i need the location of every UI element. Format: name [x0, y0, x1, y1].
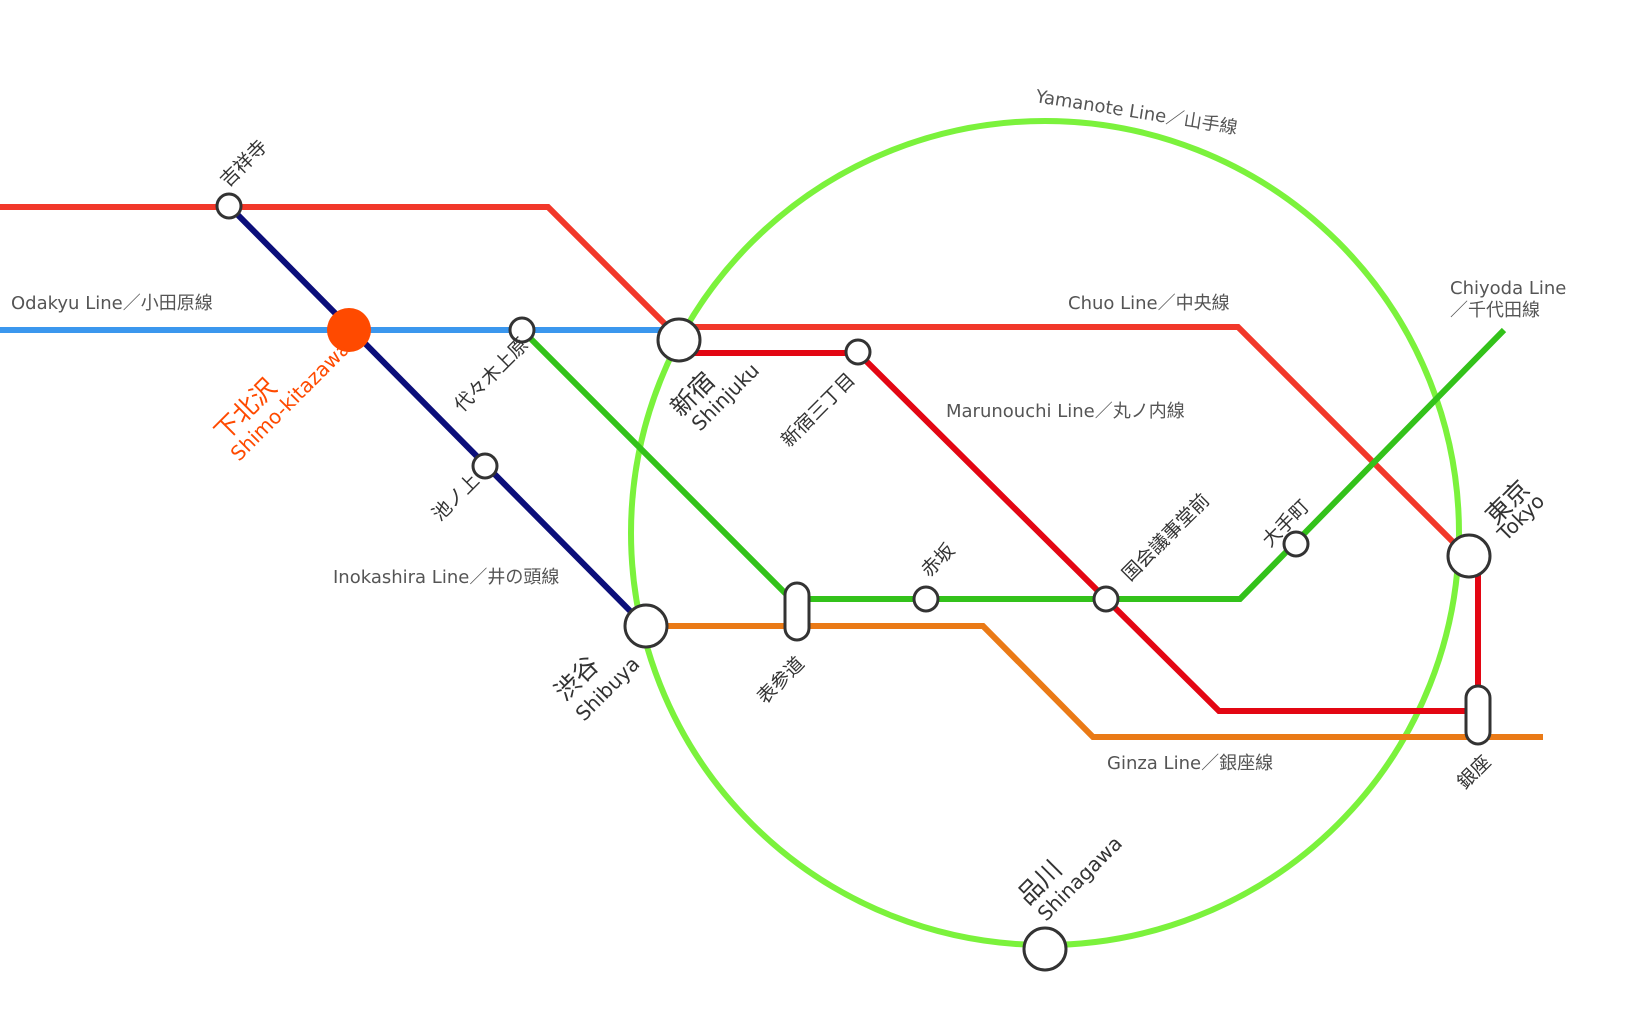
station-shibuya[interactable]	[623, 603, 669, 649]
yamanote-line-route	[628, 118, 1462, 948]
station-shinagawa[interactable]	[1022, 926, 1068, 972]
ginza-line-label: Ginza Line／銀座線	[1107, 753, 1273, 774]
omotesando-label: 表参道	[753, 653, 809, 709]
station-kichijoji[interactable]	[215, 192, 243, 220]
marunouchi-line-label: Marunouchi Line／丸ノ内線	[946, 401, 1185, 422]
kichijoji-label: 吉祥寺	[216, 136, 272, 192]
inokashira-line-label: Inokashira Line／井の頭線	[333, 567, 559, 588]
ikenoue-label: 池ノ上	[428, 470, 484, 526]
inokashira-line-route	[226, 203, 648, 629]
station-ginza[interactable]	[1464, 684, 1492, 746]
station-shinjuku-sanchome[interactable]	[844, 338, 872, 366]
station-ikenoue[interactable]	[471, 452, 499, 480]
odakyu-line-label: Odakyu Line／小田原線	[11, 293, 213, 314]
chiyoda-line-route	[519, 327, 1507, 602]
ginza-line-route	[645, 623, 1543, 740]
station-shimokitazawa[interactable]	[327, 308, 371, 352]
shinjuku-sanchome-label: 新宿三丁目	[777, 369, 860, 452]
station-otemachi[interactable]	[1282, 530, 1310, 558]
kokkaigijidomae-label: 国会議事堂前	[1118, 489, 1214, 585]
station-kokkaigijidomae[interactable]	[1092, 585, 1120, 613]
station-shinjuku[interactable]	[656, 317, 702, 363]
station-akasaka[interactable]	[912, 585, 940, 613]
yoyogiuehara-label: 代々木上原	[450, 334, 533, 417]
chuo-line-label: Chuo Line／中央線	[1068, 293, 1230, 314]
marunouchi-line-route	[679, 350, 1481, 714]
station-tokyo[interactable]	[1446, 533, 1492, 579]
chiyoda-line-label-2: ／千代田線	[1450, 300, 1540, 321]
ginza-label: 銀座	[1453, 751, 1495, 793]
chiyoda-line-label-1: Chiyoda Line	[1450, 278, 1566, 299]
akasaka-label: 赤坂	[917, 539, 959, 581]
station-yoyogiuehara[interactable]	[508, 316, 536, 344]
station-omotesando[interactable]	[783, 581, 811, 642]
